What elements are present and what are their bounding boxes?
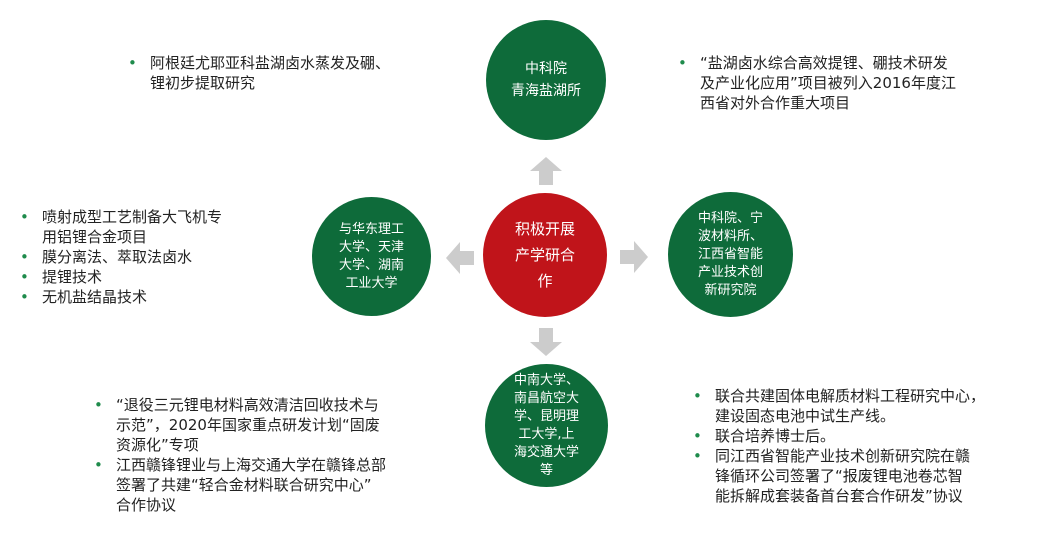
list-item-line: 联合培养博士后。 <box>715 427 836 445</box>
circle-text-line: 波材料所、 <box>697 228 763 244</box>
circle-cas-ningbo: 中科院、宁波材料所、江西省智能产业技术创新研究院 <box>668 192 793 317</box>
list-item-line: 喷射成型工艺制备大飞机专 <box>42 208 223 226</box>
circle-text-line: 大学、湖南 <box>338 257 404 273</box>
circle-text-line: 学、昆明理 <box>513 408 579 424</box>
list-item: • 膜分离法、萃取法卤水 <box>20 247 300 267</box>
circle-text-line: 与华东理工 <box>338 221 404 237</box>
bullet-icon: • <box>20 288 29 306</box>
list-item-line: 锂初步提取研究 <box>150 74 256 92</box>
arrow-right <box>620 241 648 273</box>
bullet-icon: • <box>20 268 29 286</box>
circle-universities-bottom: 中南大学、南昌航空大学、昆明理工大学,上海交通大学等 <box>485 364 608 487</box>
list-item-line: “盐湖卤水综合高效提锂、硼技术研发 <box>700 54 948 72</box>
circle-universities-left: 与华东理工大学、天津大学、湖南工业大学 <box>312 197 431 316</box>
circle-center: 积极开展产学研合作 <box>483 193 607 317</box>
list-item: • “盐湖卤水综合高效提锂、硼技术研发及产业化应用”项目被列入2016年度江西省对… <box>678 53 1048 113</box>
bullet-icon: • <box>693 427 702 445</box>
bullet-icon: • <box>20 248 29 266</box>
list-item-line: 示范”，2020年国家重点研发计划“固废 <box>116 416 380 434</box>
arrow-left <box>446 242 474 274</box>
circle-text-line: 等 <box>539 462 553 478</box>
bullet-icon: • <box>128 54 137 72</box>
bullet-icon: • <box>693 447 702 465</box>
bullet-icon: • <box>94 396 103 414</box>
list-item-line: 能拆解成套装备首台套合作研发”协议 <box>715 487 963 505</box>
list-item-line: 江西赣锋锂业与上海交通大学在赣锋总部 <box>116 456 387 474</box>
list-item-line: 无机盐结晶技术 <box>42 288 148 306</box>
circle-text-line: 产学研合 <box>514 246 575 264</box>
list-item-line: 锋循环公司签署了“报废锂电池卷芯智 <box>715 467 963 485</box>
circle-text-line: 新研究院 <box>704 282 757 298</box>
bullet-icon: • <box>94 456 103 474</box>
circle-cas-qinghai: 中科院青海盐湖所 <box>486 20 606 140</box>
list-item-line: “退役三元锂电材料高效清洁回收技术与 <box>116 396 379 414</box>
list-item-line: 合作协议 <box>116 496 177 514</box>
list-item: • 提锂技术 <box>20 267 300 287</box>
list-item-line: 联合共建固体电解质材料工程研究中心， <box>715 387 986 405</box>
circle-text-line: 大学、天津 <box>338 239 404 255</box>
circle-text-line: 南昌航空大 <box>513 390 579 406</box>
circle-text-line: 作 <box>537 272 553 290</box>
list-item-line: 西省对外合作重大项目 <box>700 94 851 112</box>
list-item: • 联合共建固体电解质材料工程研究中心， 建设固态电池中试生产线。 <box>693 386 1055 426</box>
list-item: • 江西赣锋锂业与上海交通大学在赣锋总部签署了共建“轻合金材料联合研究中心” 合作协… <box>94 455 469 515</box>
list-item: • “退役三元锂电材料高效清洁回收技术与示范”，2020年国家重点研发计划“固废资… <box>94 395 469 455</box>
circle-text-line: 海交通大学 <box>513 444 579 460</box>
circle-text-line: 产业技术创 <box>697 264 763 280</box>
list-item-line: 用铝锂合金项目 <box>42 228 148 246</box>
bullet-icon: • <box>678 54 687 72</box>
list-item: • 同江西省智能产业技术创新研究院在赣锋循环公司签署了“报废锂电池卷芯智能拆解成套… <box>693 446 1055 506</box>
text-top-right: • “盐湖卤水综合高效提锂、硼技术研发及产业化应用”项目被列入2016年度江西省对… <box>678 53 1048 113</box>
text-mid-left: • 喷射成型工艺制备大飞机专用铝锂合金项目 • 膜分离法、萃取法卤水 • 提锂技术 • 无机盐… <box>20 207 300 307</box>
circle-text-line: 江西省智能 <box>697 246 763 262</box>
list-item: • 无机盐结晶技术 <box>20 287 300 307</box>
list-item-line: 签署了共建“轻合金材料联合研究中心” <box>116 476 372 494</box>
list-item-line: 资源化”专项 <box>116 436 199 454</box>
list-item: • 阿根廷尤耶亚科盐湖卤水蒸发及硼、锂初步提取研究 <box>128 53 468 93</box>
circle-text-line: 积极开展 <box>514 220 575 238</box>
bullet-icon: • <box>693 387 702 405</box>
circle-text-line: 中科院、宁 <box>697 210 763 226</box>
list-item-line: 建设固态电池中试生产线。 <box>715 407 896 425</box>
text-bottom-right: • 联合共建固体电解质材料工程研究中心， 建设固态电池中试生产线。 • 联合培养博士后。… <box>693 386 1055 506</box>
text-bottom-left: • “退役三元锂电材料高效清洁回收技术与示范”，2020年国家重点研发计划“固废资… <box>94 395 469 515</box>
list-item-line: 阿根廷尤耶亚科盐湖卤水蒸发及硼、 <box>150 54 391 72</box>
arrow-up <box>530 157 562 185</box>
list-item-line: 膜分离法、萃取法卤水 <box>42 248 193 266</box>
circle-text-line: 中南大学、 <box>513 372 579 388</box>
circle-text-line: 工业大学 <box>345 275 398 291</box>
list-item-line: 同江西省智能产业技术创新研究院在赣 <box>715 447 971 465</box>
circle-text-line: 工大学,上 <box>518 426 575 442</box>
list-item: • 喷射成型工艺制备大飞机专用铝锂合金项目 <box>20 207 300 247</box>
list-item-line: 提锂技术 <box>42 268 103 286</box>
bullet-icon: • <box>20 208 29 226</box>
circle-text-line: 中科院 <box>525 61 567 77</box>
circle-text-line: 青海盐湖所 <box>511 83 581 99</box>
arrow-down <box>530 328 562 356</box>
text-top-left: • 阿根廷尤耶亚科盐湖卤水蒸发及硼、锂初步提取研究 <box>128 53 468 93</box>
list-item: • 联合培养博士后。 <box>693 426 1055 446</box>
list-item-line: 及产业化应用”项目被列入2016年度江 <box>700 74 956 92</box>
